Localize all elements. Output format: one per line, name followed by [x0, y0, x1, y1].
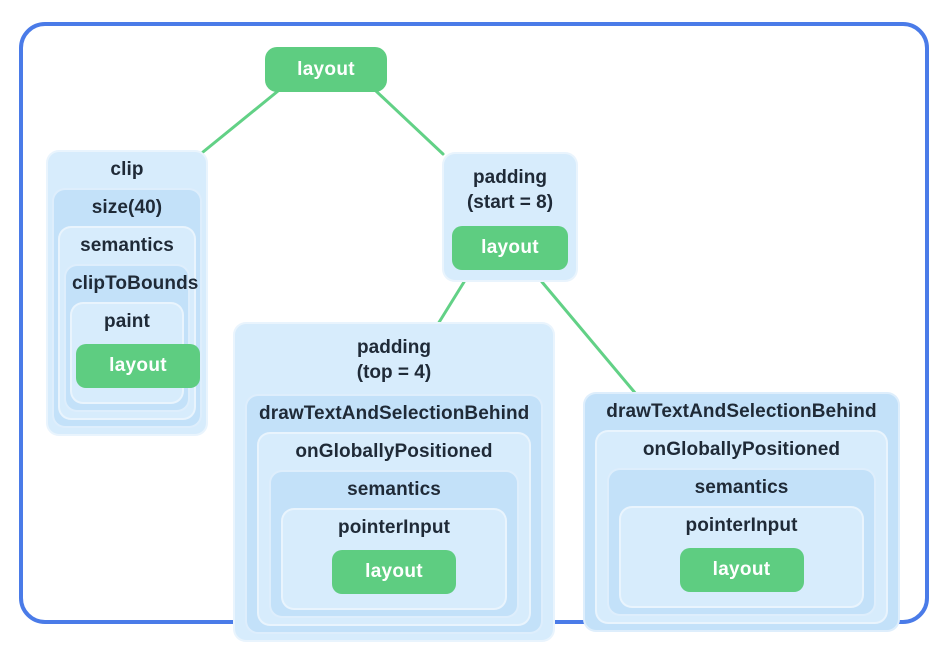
box-cliptobounds: clipToBounds paint layout	[64, 264, 200, 412]
box-semantics: semantics pointerInput layout	[269, 470, 519, 618]
box-pointerinput: pointerInput layout	[281, 508, 507, 610]
root-layout-node: layout	[265, 47, 387, 92]
label-ongloballypositioned: onGloballyPositioned	[642, 439, 841, 460]
box-semantics: semantics clipToBounds paint layout	[58, 226, 200, 420]
box-ongloballypositioned: onGloballyPositioned semantics pointerIn…	[595, 430, 888, 624]
box-semantics: semantics pointerInput layout	[607, 468, 876, 616]
box-drawtext: drawTextAndSelectionBehind onGloballyPos…	[245, 394, 543, 634]
label-padding-start-line2: (start = 8)	[466, 192, 554, 213]
label-drawtext: drawTextAndSelectionBehind	[606, 401, 877, 422]
chain-padding-start: padding (start = 8) layout	[442, 152, 578, 282]
label-padding-start-line1: padding	[473, 167, 547, 188]
label-ongloballypositioned: onGloballyPositioned	[295, 441, 493, 462]
label-pointerinput: pointerInput	[685, 515, 798, 536]
label-padding-start: padding (start = 8)	[444, 154, 576, 224]
chain-padding-top: padding (top = 4) drawTextAndSelectionBe…	[233, 322, 555, 642]
leaf-layout-node: layout	[452, 226, 568, 270]
leaf-layout-node: layout	[76, 344, 200, 388]
label-semantics: semantics	[347, 479, 441, 500]
chain-drawtext: drawTextAndSelectionBehind onGloballyPos…	[583, 392, 900, 632]
label-padding-top-line2: (top = 4)	[356, 362, 432, 383]
box-ongloballypositioned: onGloballyPositioned semantics pointerIn…	[257, 432, 531, 626]
label-padding-top-line1: padding	[357, 337, 431, 358]
label-padding-top: padding (top = 4)	[245, 324, 543, 394]
label-drawtext: drawTextAndSelectionBehind	[259, 403, 530, 424]
label-paint: paint	[104, 311, 150, 332]
label-semantics: semantics	[80, 235, 174, 256]
box-size: size(40) semantics clipToBounds paint la…	[52, 188, 202, 428]
box-paint: paint layout	[70, 302, 200, 404]
label-size: size(40)	[91, 197, 163, 218]
leaf-layout-node: layout	[332, 550, 456, 594]
label-cliptobounds: clipToBounds	[72, 273, 199, 294]
label-pointerinput: pointerInput	[337, 517, 450, 538]
label-clip: clip	[110, 159, 144, 180]
leaf-layout-node: layout	[679, 548, 804, 592]
label-semantics: semantics	[694, 477, 789, 498]
box-pointerinput: pointerInput layout	[619, 506, 864, 608]
chain-clip: clip size(40) semantics clipToBounds pai…	[46, 150, 208, 436]
